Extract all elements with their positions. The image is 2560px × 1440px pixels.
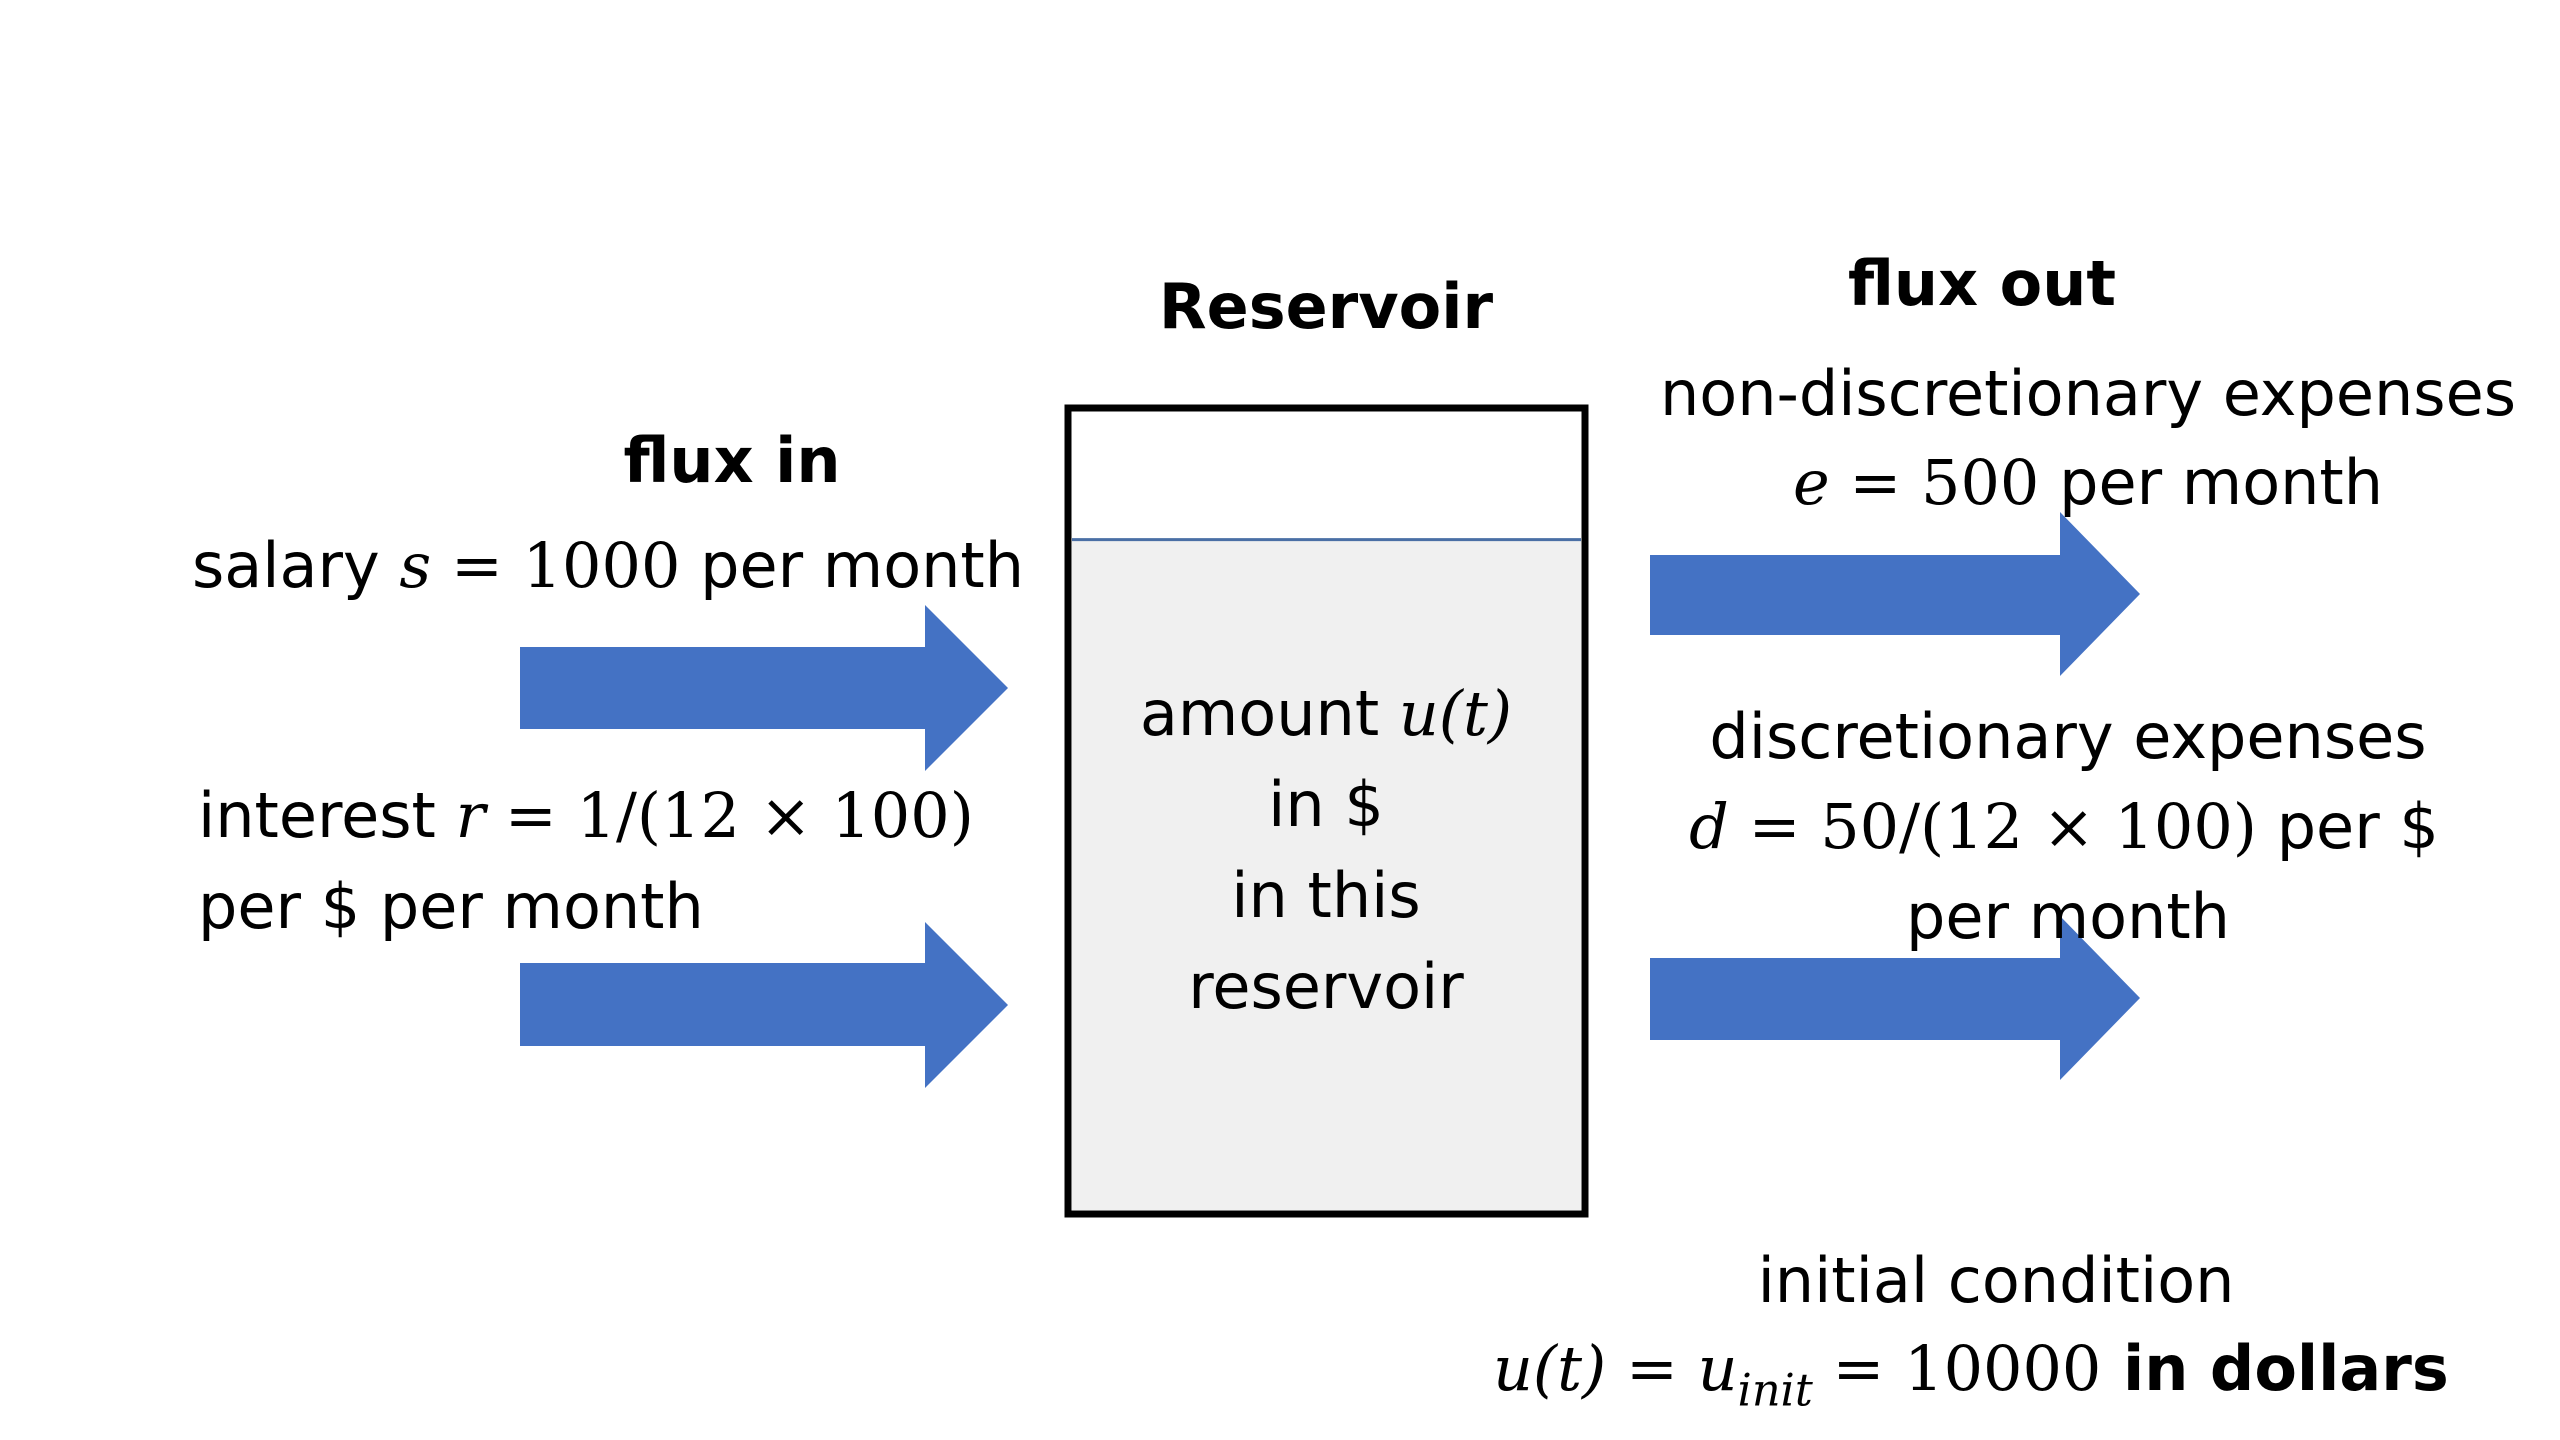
- salary-value: = 1000: [431, 529, 681, 602]
- initial-condition-equation: u(t) = uinit = 10000 in dollars: [1493, 1338, 2449, 1413]
- initial-equals: =: [1606, 1332, 1698, 1405]
- reservoir-border: [1064, 404, 1589, 1218]
- discretionary-variable: d: [1689, 790, 1729, 863]
- reservoir-amount-math: u(t): [1398, 677, 1513, 750]
- salary-suffix: per month: [680, 529, 1025, 602]
- salary-prefix: salary: [192, 529, 400, 602]
- discretionary-amount: = 50/(12 × 100): [1728, 790, 2257, 863]
- initial-value: = 10000: [1812, 1332, 2102, 1405]
- reservoir-description: amount u(t) in $ in this reservoir: [1140, 668, 1512, 1032]
- discretionary-expenses-value: d = 50/(12 × 100) per $: [1689, 796, 2439, 858]
- discretionary-suffix: per $: [2256, 790, 2439, 863]
- reservoir-unit-line: in $: [1268, 768, 1384, 841]
- reservoir-word-line: reservoir: [1188, 950, 1464, 1023]
- initial-condition-title: initial condition: [1757, 1244, 2235, 1317]
- initial-u-init-subscript: init: [1737, 1364, 1813, 1417]
- salary-arrow: [520, 605, 1008, 771]
- salary-label: salary s = 1000 per month: [192, 535, 1024, 597]
- reservoir-amount-label: amount: [1139, 677, 1399, 750]
- initial-u-init-base: u: [1697, 1332, 1738, 1405]
- reservoir-in-this-line: in this: [1231, 859, 1421, 932]
- flux-out-title: flux out: [1847, 247, 2117, 320]
- initial-unit: in dollars: [2101, 1332, 2449, 1405]
- initial-lhs: u(t): [1493, 1332, 1607, 1405]
- interest-prefix: interest: [198, 779, 456, 852]
- salary-variable: s: [399, 529, 432, 602]
- interest-variable: r: [455, 779, 486, 852]
- flux-in-title: flux in: [623, 424, 841, 497]
- interest-label: interest r = 1/(12 × 100): [198, 785, 974, 847]
- discretionary-expenses-unit: per month: [1906, 880, 2230, 953]
- nondiscretionary-expenses-arrow: [1650, 512, 2140, 676]
- nondiscretionary-expenses-value: e = 500 per month: [1793, 452, 2383, 514]
- discretionary-expenses-title: discretionary expenses: [1709, 700, 2427, 773]
- interest-unit: per $ per month: [198, 870, 704, 943]
- reservoir-title: Reservoir: [1158, 270, 1494, 343]
- interest-value: = 1/(12 × 100): [485, 779, 974, 852]
- nondiscretionary-variable: e: [1792, 446, 1830, 519]
- discretionary-expenses-arrow: [1650, 916, 2140, 1080]
- nondiscretionary-expenses-title: non-discretionary expenses: [1659, 357, 2517, 430]
- nondiscretionary-amount: = 500: [1829, 446, 2040, 519]
- interest-arrow: [520, 922, 1008, 1088]
- nondiscretionary-suffix: per month: [2039, 446, 2384, 519]
- reservoir-amount-line: amount u(t): [1140, 668, 1512, 759]
- reservoir-water: [1072, 539, 1581, 1210]
